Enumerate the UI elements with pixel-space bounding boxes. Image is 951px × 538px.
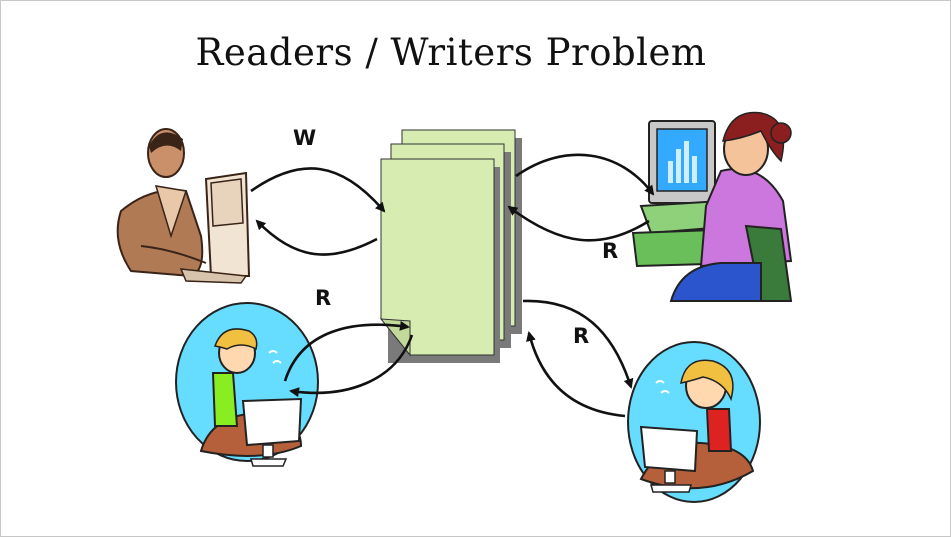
document-to-girl-arrow	[522, 299, 634, 389]
reader-woman-icon	[631, 111, 793, 302]
reader-girl-icon	[627, 341, 761, 503]
reader-boy-icon	[175, 302, 319, 467]
shared-document-stack	[379, 129, 522, 363]
woman-to-document-arrow	[507, 205, 650, 242]
reader-label-top-right: R	[602, 239, 619, 263]
document-to-woman-arrow	[515, 153, 655, 196]
access-arrows	[250, 153, 655, 418]
slide-title: Readers / Writers Problem	[195, 31, 707, 74]
document-to-boy-arrow	[289, 334, 414, 398]
boy-to-document-arrow	[283, 320, 410, 382]
writer-person-icon	[116, 128, 251, 284]
reader-label-bottom-right: R	[573, 324, 590, 348]
girl-to-document-arrow	[526, 331, 626, 418]
writer-to-document-arrow	[250, 167, 386, 213]
document-to-writer-arrow	[255, 219, 378, 256]
reader-label-left: R	[315, 286, 332, 310]
writer-label: W	[293, 126, 317, 150]
